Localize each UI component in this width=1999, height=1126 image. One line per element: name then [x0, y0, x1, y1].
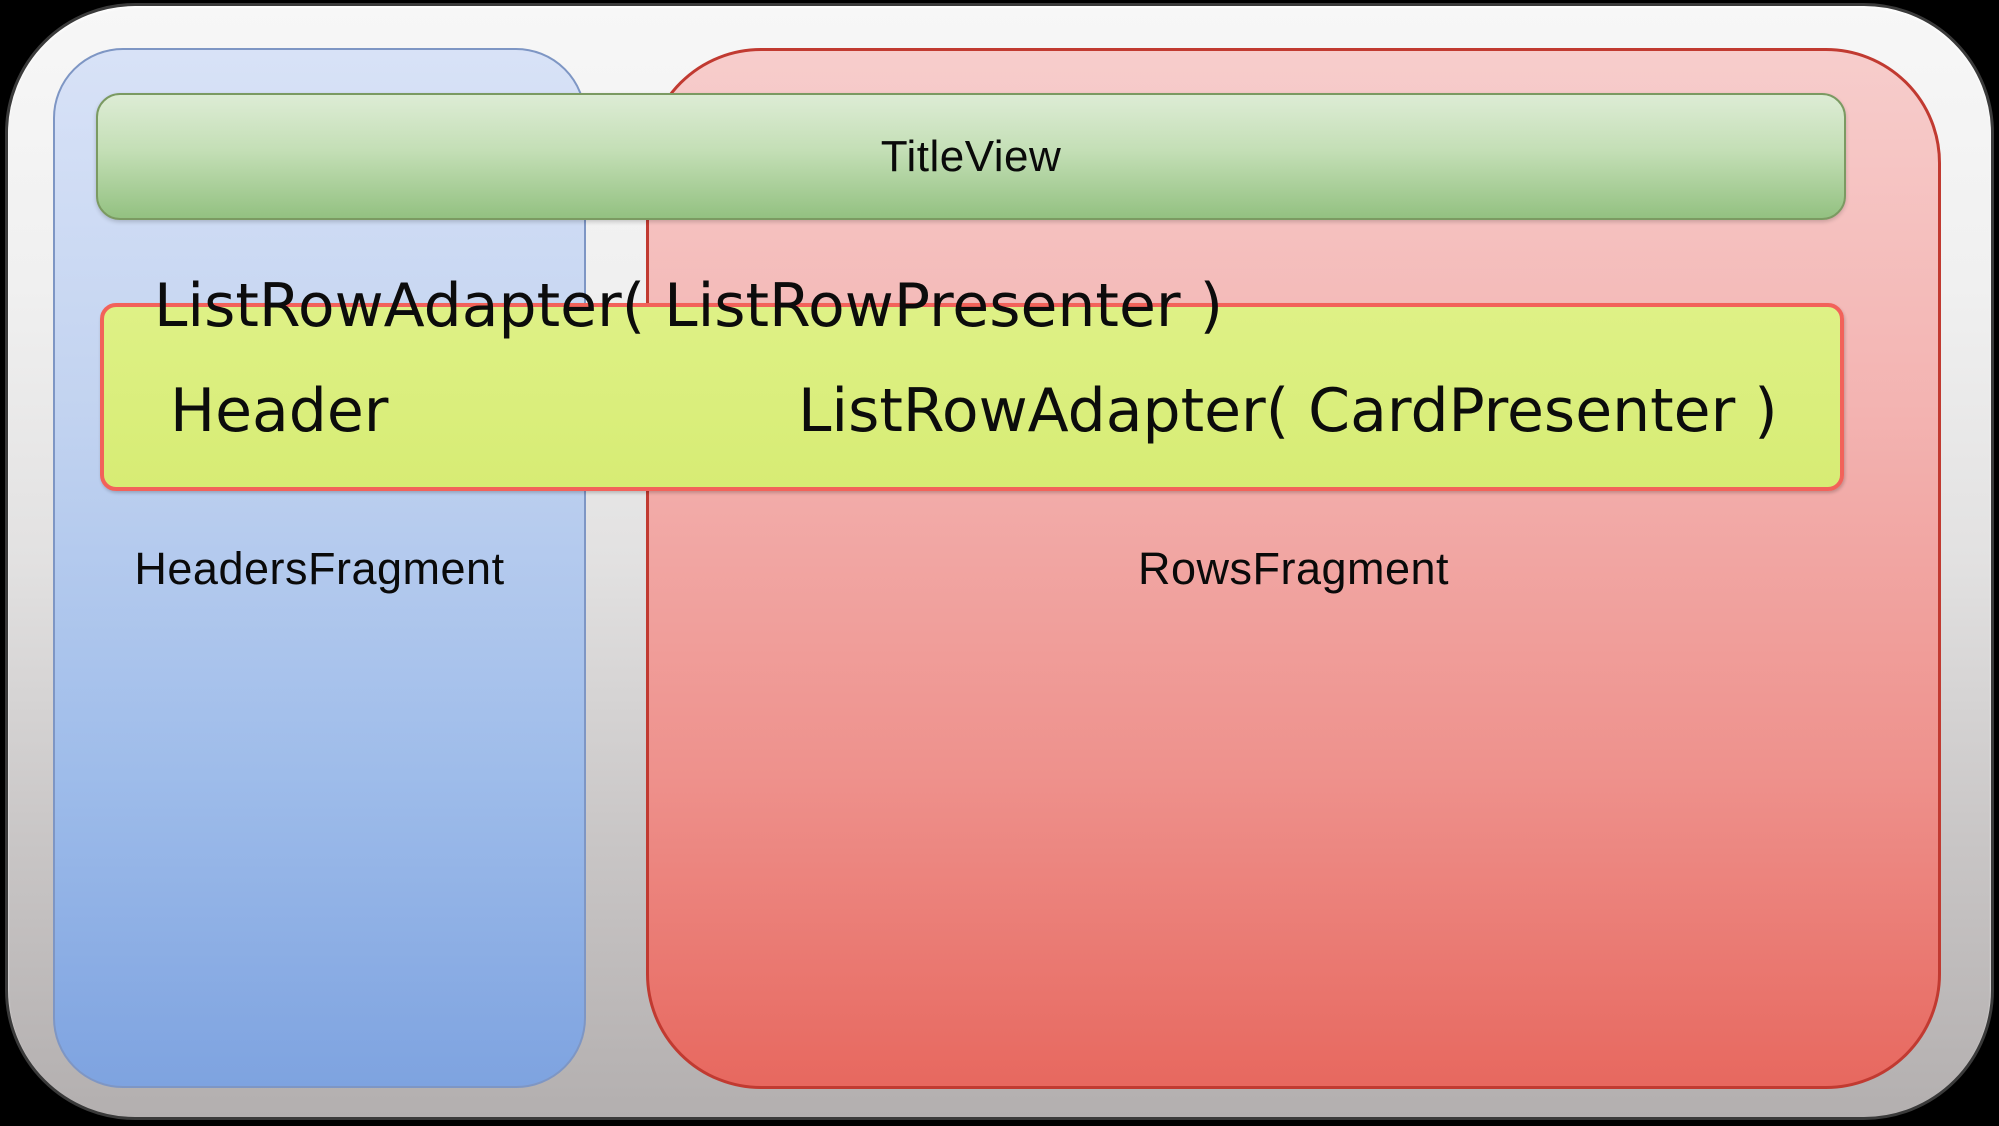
headers-fragment-panel [53, 48, 586, 1088]
list-row-bar [100, 303, 1844, 491]
header-cell-label: Header [170, 376, 389, 446]
title-view-bar: TitleView [96, 93, 1846, 220]
headers-fragment-label: HeadersFragment [134, 543, 505, 594]
slide-frame: TitleView ListRowAdapter( ListRowPresent… [5, 3, 1994, 1120]
card-presenter-label: ListRowAdapter( CardPresenter ) [798, 376, 1778, 446]
rows-fragment-panel [646, 48, 1941, 1089]
title-view-label: TitleView [880, 131, 1062, 181]
list-row-presenter-label: ListRowAdapter( ListRowPresenter ) [154, 271, 1224, 341]
rows-fragment-label: RowsFragment [1137, 543, 1450, 594]
